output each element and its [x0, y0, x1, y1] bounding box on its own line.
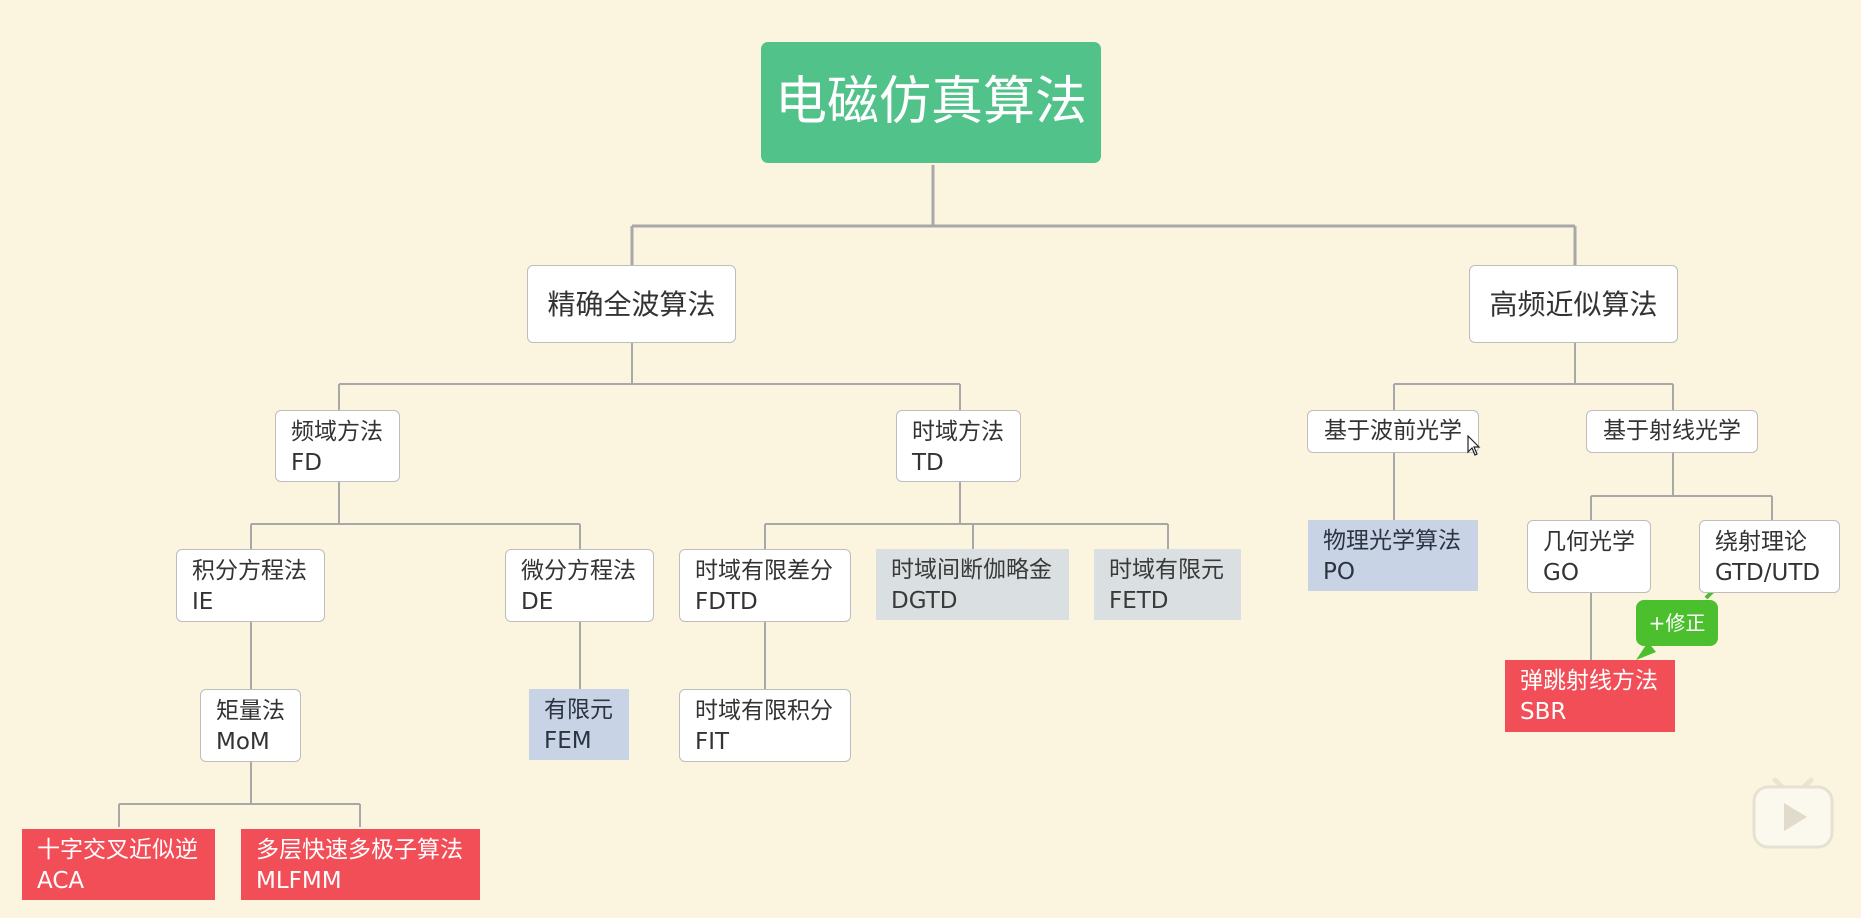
fit-node[interactable]: 时域有限积分 FIT [679, 689, 851, 762]
finite-element-node[interactable]: 有限元 FEM [529, 689, 629, 760]
correction-tag[interactable]: +修正 [1636, 600, 1718, 646]
node-label: 绕射理论 [1715, 529, 1807, 555]
fetd-node[interactable]: 时域有限元 FETD [1094, 549, 1241, 620]
time-domain-node[interactable]: 时域方法 TD [896, 410, 1021, 482]
node-abbr: FIT [695, 729, 730, 755]
node-abbr: MLFMM [256, 868, 342, 894]
cursor-icon [1467, 435, 1481, 456]
node-label: 物理光学算法 [1323, 528, 1461, 554]
method-of-moments-node[interactable]: 矩量法 MoM [200, 689, 301, 762]
node-label: 积分方程法 [192, 558, 307, 584]
node-abbr: GTD/UTD [1715, 560, 1821, 586]
node-label: 频域方法 [291, 419, 383, 445]
exact-fullwave-node[interactable]: 精确全波算法 [527, 265, 736, 343]
physical-optics-node[interactable]: 物理光学算法 PO [1308, 520, 1478, 591]
node-abbr: FEM [544, 728, 592, 754]
node-label: 有限元 [544, 697, 613, 723]
node-abbr: FD [291, 450, 322, 476]
node-label: 多层快速多极子算法 [256, 837, 463, 863]
node-abbr: ACA [37, 868, 85, 894]
node-abbr: IE [192, 589, 214, 615]
wavefront-optics-node[interactable]: 基于波前光学 [1307, 410, 1479, 453]
node-abbr: FDTD [695, 589, 758, 615]
integral-equation-node[interactable]: 积分方程法 IE [176, 549, 325, 622]
node-label: 时域间断伽略金 [891, 557, 1052, 583]
diffraction-theory-node[interactable]: 绕射理论 GTD/UTD [1699, 520, 1840, 593]
node-label: 几何光学 [1543, 529, 1635, 555]
node-abbr: DE [521, 589, 554, 615]
node-label: 时域有限积分 [695, 698, 833, 724]
differential-equation-node[interactable]: 微分方程法 DE [505, 549, 654, 622]
node-label: 时域方法 [912, 419, 1004, 445]
node-abbr: DGTD [891, 588, 958, 614]
node-abbr: GO [1543, 560, 1579, 586]
node-abbr: TD [912, 450, 944, 476]
dgtd-node[interactable]: 时域间断伽略金 DGTD [876, 549, 1069, 620]
sbr-node[interactable]: 弹跳射线方法 SBR [1505, 660, 1675, 732]
node-label: 弹跳射线方法 [1520, 668, 1658, 694]
mlfmm-node[interactable]: 多层快速多极子算法 MLFMM [241, 829, 480, 900]
high-frequency-node[interactable]: 高频近似算法 [1469, 265, 1678, 343]
node-label: 时域有限元 [1109, 557, 1224, 583]
ray-optics-node[interactable]: 基于射线光学 [1586, 410, 1758, 453]
geometric-optics-node[interactable]: 几何光学 GO [1527, 520, 1651, 593]
node-label: 十字交叉近似逆 [37, 837, 198, 863]
frequency-domain-node[interactable]: 频域方法 FD [275, 410, 400, 482]
node-label: 时域有限差分 [695, 558, 833, 584]
node-abbr: PO [1323, 559, 1355, 585]
node-abbr: SBR [1520, 699, 1567, 725]
aca-node[interactable]: 十字交叉近似逆 ACA [22, 829, 215, 900]
play-icon[interactable] [1751, 774, 1835, 850]
node-label: 矩量法 [216, 698, 285, 724]
node-label: 微分方程法 [521, 558, 636, 584]
node-abbr: MoM [216, 729, 270, 755]
node-abbr: FETD [1109, 588, 1169, 614]
root-node[interactable]: 电磁仿真算法 [761, 42, 1101, 163]
fdtd-node[interactable]: 时域有限差分 FDTD [679, 549, 851, 622]
